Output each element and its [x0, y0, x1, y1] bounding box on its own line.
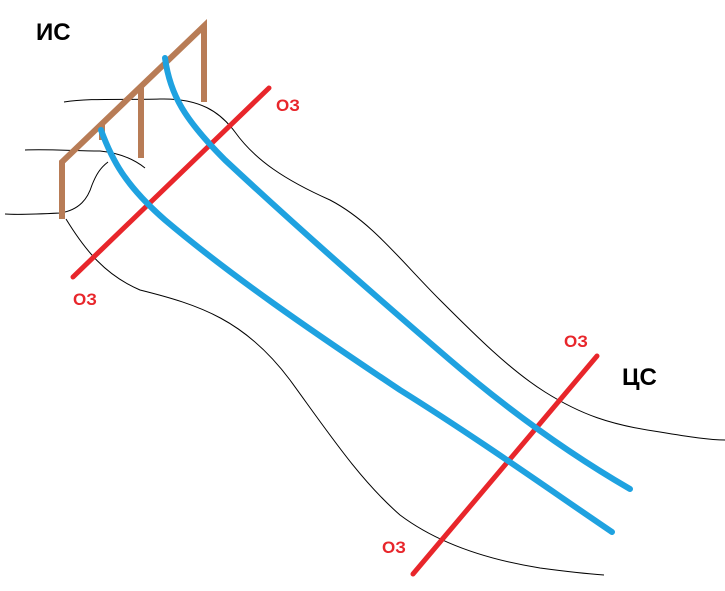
source-label: ИС	[36, 19, 71, 46]
zone-label-bottom-left: ОЗ	[382, 538, 406, 557]
zone-label-top-left: ОЗ	[73, 290, 97, 309]
zone-lines	[70, 85, 600, 577]
zone-label-bottom-right: ОЗ	[564, 332, 588, 351]
structure-frame	[59, 18, 207, 219]
zone-line-bottom	[410, 353, 600, 577]
zone-line-top	[70, 85, 272, 280]
zone-label-top-right: ОЗ	[276, 96, 300, 115]
terrain-line-bottom	[65, 218, 605, 576]
terrain-line-top	[63, 98, 725, 441]
terrain-line-left	[4, 161, 109, 215]
routes	[98, 55, 633, 535]
route-line-lower	[98, 127, 615, 535]
target-label: ЦС	[622, 364, 657, 391]
terrain-lines	[4, 98, 725, 576]
terrain-line-mid	[24, 149, 146, 169]
route-line-upper	[162, 55, 633, 492]
